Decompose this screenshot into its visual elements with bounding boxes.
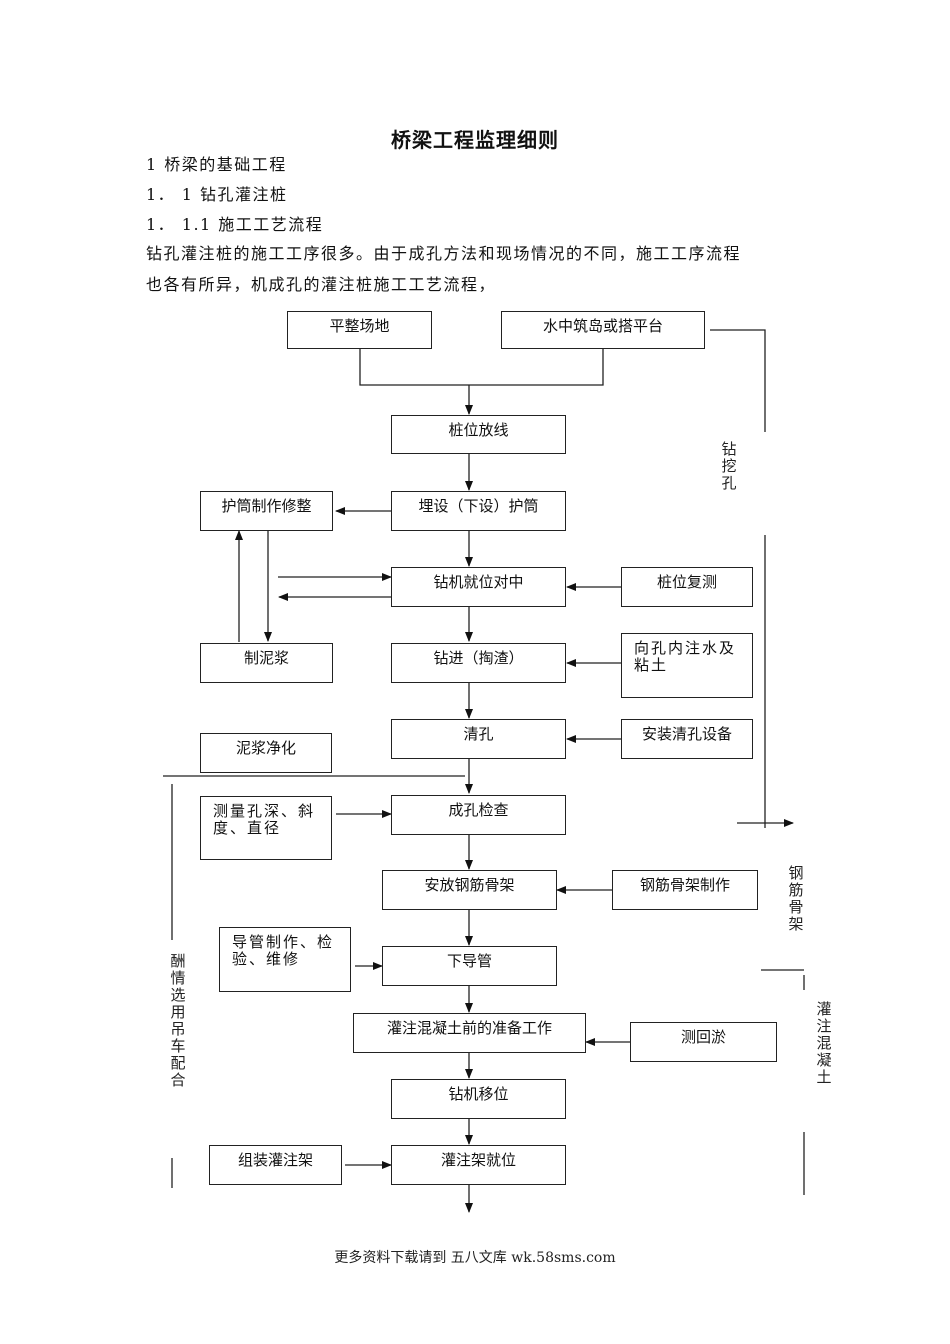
side-measure-hole: 测量孔深、斜度、直径 [200, 796, 332, 860]
step-hole-inspection: 成孔检查 [391, 795, 566, 835]
bracket-drilling [710, 329, 766, 432]
side-rebar-fabrication: 钢筋骨架制作 [612, 870, 758, 910]
side-water-clay: 向孔内注水及粘土 [621, 633, 753, 698]
step-pile-layout: 桩位放线 [391, 415, 566, 454]
step-pre-concrete: 灌注混凝土前的准备工作 [353, 1013, 586, 1053]
footer-source-note: 更多资料下载请到 五八文库 wk.58sms.com [334, 1250, 616, 1266]
side-tremie-prep: 导管制作、检验、维修 [219, 927, 351, 992]
side-casing-repair: 护筒制作修整 [200, 491, 333, 531]
side-pile-recheck: 桩位复测 [621, 567, 753, 607]
paragraph-line-2: 也各有所异，机成孔的灌注桩施工工艺流程， [146, 275, 497, 294]
paragraph-line-1: 钻孔灌注桩的施工工序很多。由于成孔方法和现场情况的不同，施工工序流程 [146, 244, 742, 263]
document-title: 桥梁工程监理细则 [391, 128, 559, 152]
section-heading-1: 1 桥梁的基础工程 [146, 155, 287, 174]
section-heading-1-1: 1． 1 钻孔灌注桩 [146, 185, 288, 204]
step-rig-align: 钻机就位对中 [391, 567, 566, 607]
phase-label-crane: 酬情选用吊车配合 [170, 952, 186, 1089]
side-clean-equipment: 安装清孔设备 [621, 719, 753, 759]
side-make-mud: 制泥浆 [200, 643, 333, 683]
step-drilling: 钻进（掏渣） [391, 643, 566, 683]
side-assemble-frame: 组装灌注架 [209, 1145, 342, 1185]
step-rig-move: 钻机移位 [391, 1079, 566, 1119]
step-lower-tremie: 下导管 [382, 946, 557, 986]
step-embed-casing: 埋设（下设）护筒 [391, 491, 566, 531]
step-frame-in-place: 灌注架就位 [391, 1145, 566, 1185]
connector-merge [359, 348, 604, 386]
side-mud-purify: 泥浆净化 [200, 733, 332, 773]
step-place-rebar: 安放钢筋骨架 [382, 870, 557, 910]
step-water-island: 水中筑岛或搭平台 [501, 311, 705, 349]
section-heading-1-1-1: 1． 1.1 施工工艺流程 [146, 215, 324, 234]
phase-label-concrete: 灌注混凝土 [816, 1000, 832, 1086]
phase-label-rebar: 钢筋骨架 [788, 864, 804, 933]
step-hole-cleaning: 清孔 [391, 719, 566, 759]
step-level-site: 平整场地 [287, 311, 432, 349]
side-measure-silt: 测回淤 [630, 1022, 777, 1062]
phase-label-drilling: 钻挖孔 [721, 440, 737, 492]
